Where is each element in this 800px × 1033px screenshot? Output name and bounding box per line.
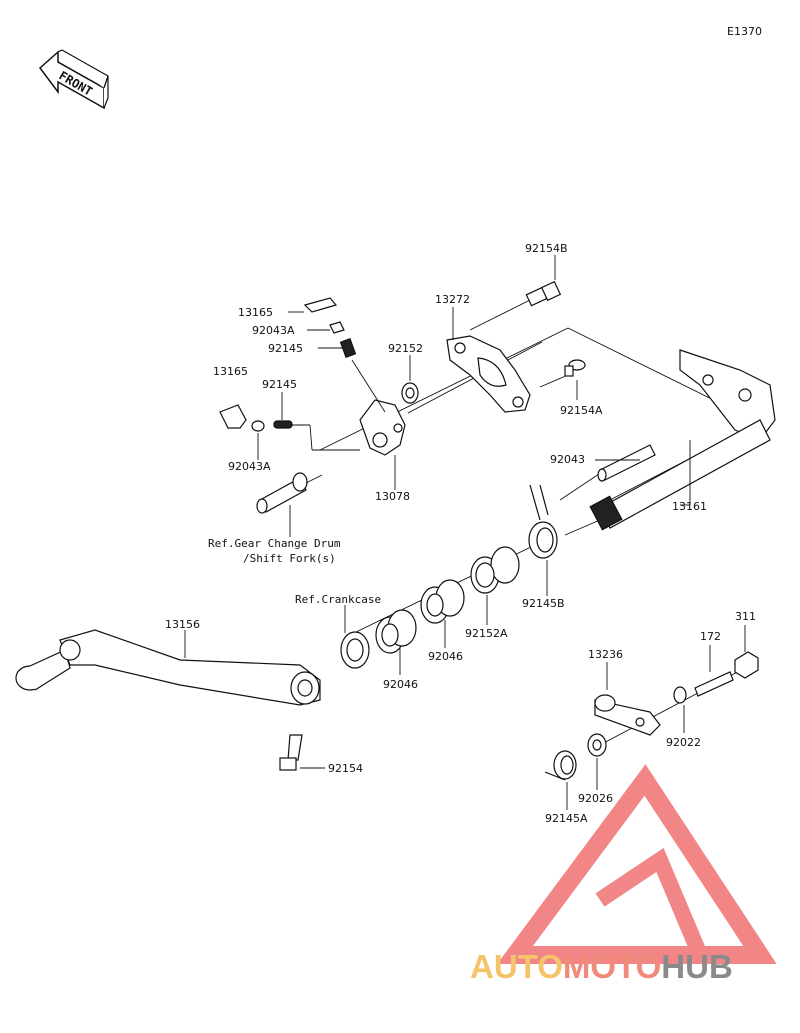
label-92145A: 92145A [545, 812, 588, 825]
front-arrow-icon: FRONT [38, 49, 109, 110]
pawl-13165-b [219, 404, 247, 429]
bolt-92154B [525, 280, 562, 307]
watermark-logo [497, 764, 777, 964]
watermark-text: AUTOMOTOHUB [470, 948, 733, 985]
lever-13236 [594, 694, 661, 736]
pin-92043 [597, 444, 656, 482]
label-92046-b: 92046 [383, 678, 418, 691]
ratchet-13078 [359, 399, 406, 456]
watermark-auto: AUTO [470, 948, 563, 985]
label-13236: 13236 [588, 648, 623, 661]
bearing-92046-a [420, 579, 465, 624]
oil-seal [340, 631, 370, 669]
label-13165-b: 13165 [213, 365, 248, 378]
spring-172 [694, 671, 734, 697]
label-92026: 92026 [578, 792, 613, 805]
label-92154: 92154 [328, 762, 363, 775]
pin-92043A-b [251, 420, 265, 432]
label-13078: 13078 [375, 490, 410, 503]
label-92154A: 92154A [560, 404, 603, 417]
label-13161: 13161 [672, 500, 707, 513]
pawl-13165-a [303, 297, 338, 313]
label-92043A-a: 92043A [252, 324, 295, 337]
spring-92145-a [339, 338, 357, 358]
leader-lines [184, 255, 746, 810]
label-13272: 13272 [435, 293, 470, 306]
label-92152A: 92152A [465, 627, 508, 640]
washer-92152 [401, 382, 419, 404]
pedal-13156 [15, 629, 321, 706]
label-92145B: 92145B [522, 597, 565, 610]
axis-lines [289, 299, 746, 746]
spring-92145B [528, 484, 558, 559]
label-311: 311 [735, 610, 756, 623]
label-92043: 92043 [550, 453, 585, 466]
label-92154B: 92154B [525, 242, 568, 255]
nut-311 [734, 651, 759, 679]
shaft-13161 [589, 349, 776, 531]
label-ref-gear-2: /Shift Fork(s) [243, 552, 336, 565]
label-92022: 92022 [666, 736, 701, 749]
label-92145-a: 92145 [268, 342, 303, 355]
pin-92043A-a [329, 321, 345, 334]
bolt-92154 [279, 734, 303, 771]
label-ref-crankcase: Ref.Crankcase [295, 593, 381, 606]
label-172: 172 [700, 630, 721, 643]
label-92046-a: 92046 [428, 650, 463, 663]
drum-shaft [256, 472, 323, 514]
washer-92026 [587, 733, 607, 757]
label-13165-a: 13165 [238, 306, 273, 319]
bushing-92152A [470, 546, 520, 594]
plate-13272 [446, 335, 531, 413]
washer-92022 [673, 686, 687, 704]
bearing-92046-b [375, 609, 417, 654]
label-92043A-b: 92043A [228, 460, 271, 473]
label-13156: 13156 [165, 618, 200, 631]
spring-92145-b [273, 420, 293, 429]
watermark-moto: MOTO [563, 948, 661, 985]
bolt-92154A [564, 359, 586, 377]
label-92145-b: 92145 [262, 378, 297, 391]
spring-92145A [544, 750, 577, 781]
label-ref-gear-1: Ref.Gear Change Drum [208, 537, 341, 550]
label-92152: 92152 [388, 342, 423, 355]
diagram-code: E1370 [727, 25, 762, 38]
watermark-hub: HUB [661, 948, 733, 985]
